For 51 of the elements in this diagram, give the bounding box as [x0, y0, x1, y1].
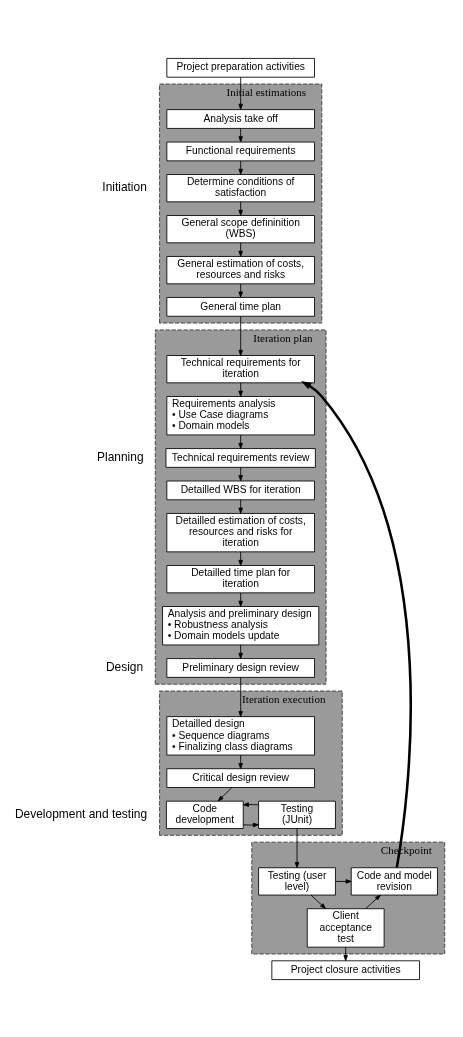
- node-box: General estimation of costs, resources and risks: [166, 255, 315, 284]
- node-box: Code and model revision: [350, 866, 438, 895]
- node-box: Determine conditions of satisfaction: [166, 173, 315, 202]
- node-box: General scope defininition (WBS): [166, 214, 315, 243]
- arrow: [242, 801, 259, 807]
- arrow: [238, 200, 243, 216]
- arrow: [238, 241, 243, 257]
- label: Initiation: [102, 179, 147, 194]
- arrow: [242, 822, 259, 827]
- arrow: [335, 878, 352, 884]
- arrow: [238, 466, 243, 481]
- node-box: Functional requirements: [166, 141, 315, 161]
- node-box: Testing (JUnit): [258, 800, 336, 829]
- arrow: [238, 127, 243, 142]
- arrow: [343, 946, 348, 961]
- node-box: Detailled estimation of costs, resources and risks for iteration: [166, 512, 315, 552]
- label: Design: [105, 659, 144, 674]
- label: Planning: [97, 449, 144, 464]
- node-box: Code development: [165, 800, 244, 829]
- arrow: [217, 786, 233, 801]
- arrow: [238, 644, 243, 659]
- node-box: Requirements analysis • Use Case diagrams • Domain models: [166, 395, 315, 435]
- arrow: [301, 380, 413, 868]
- arrow: [238, 160, 243, 175]
- node-box: General time plan: [166, 296, 315, 317]
- node-box: Analysis take off: [166, 108, 315, 129]
- arrow: [238, 592, 243, 607]
- label: Development and testing: [15, 806, 148, 821]
- node-box: Client acceptance test: [306, 907, 385, 948]
- arrow: [238, 551, 243, 566]
- node-box: Technical requirements review: [165, 447, 316, 468]
- node-box: Testing (user level): [258, 866, 336, 895]
- node-box: Detailled time plan for iteration: [166, 564, 315, 593]
- arrow: [238, 754, 243, 769]
- arrow: [365, 894, 381, 909]
- node-box: Critical design review: [166, 767, 315, 788]
- arrow: [238, 498, 243, 514]
- arrow: [238, 315, 243, 356]
- arrow: [238, 382, 243, 397]
- node-box: Preliminary design review: [166, 657, 315, 678]
- node-box: Technical requirements for iteration: [166, 354, 315, 383]
- node-box: Project preparation activities: [166, 57, 315, 78]
- node-box: Detailled WBS for iteration: [166, 480, 315, 500]
- node-box: Project closure activities: [271, 959, 420, 980]
- arrow: [238, 434, 243, 449]
- arrow: [310, 894, 326, 909]
- node-box: Detailled design • Sequence diagrams • Finalizing class diagrams: [166, 715, 315, 755]
- arrow: [238, 676, 243, 717]
- arrow: [238, 283, 243, 297]
- node-box: Analysis and preliminary design • Robustness analysis • Domain models update: [162, 605, 320, 645]
- arrow: [294, 827, 300, 868]
